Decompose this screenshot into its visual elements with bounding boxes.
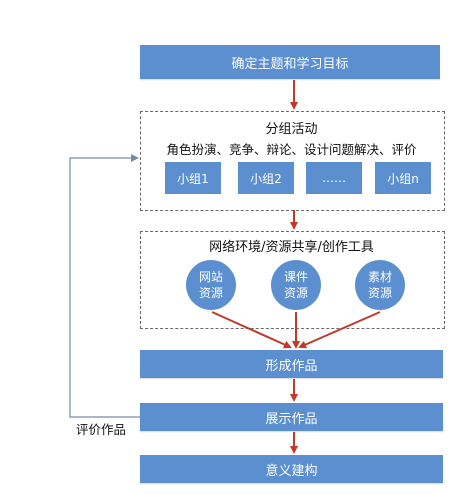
group-box-2: 小组2 [238,162,294,194]
step-show-work: 展示作品 [140,403,443,431]
resource-courseware: 课件 资源 [271,260,321,310]
step-define-topic-label: 确定主题和学习目标 [231,56,349,72]
resource-material: 素材 资源 [355,260,405,310]
group-activity-subtitle: 角色扮演、竞争、辩论、设计问题解决、评价 [166,142,417,157]
step-form-work: 形成作品 [140,350,443,378]
feedback-loop-line [69,157,140,418]
group-box-1: 小组1 [165,162,221,194]
step-meaning-construction-label: 意义建构 [265,463,318,479]
feedback-label: 评价作品 [76,422,127,437]
network-section-title: 网络环境/资源共享/创作工具 [209,240,374,255]
feedback-loop-arrowhead [131,154,139,162]
group-box-n: 小组n [375,162,431,194]
group-box-ellipsis-label: …… [322,171,346,185]
resource-website: 网站 资源 [186,260,236,310]
group-box-1-label: 小组1 [177,171,209,186]
step-meaning-construction: 意义建构 [140,455,443,483]
resource-courseware-label: 课件 资源 [283,270,308,300]
step-define-topic: 确定主题和学习目标 [140,45,440,79]
resource-website-label: 网站 资源 [198,270,223,300]
group-activity-title: 分组活动 [265,122,318,137]
group-box-2-label: 小组2 [250,171,282,186]
group-box-n-label: 小组n [387,171,419,186]
step-show-work-label: 展示作品 [265,411,318,427]
resource-material-label: 素材 资源 [367,270,392,300]
step-form-work-label: 形成作品 [265,358,318,374]
group-activity-section [140,111,445,211]
group-box-ellipsis: …… [306,162,362,194]
